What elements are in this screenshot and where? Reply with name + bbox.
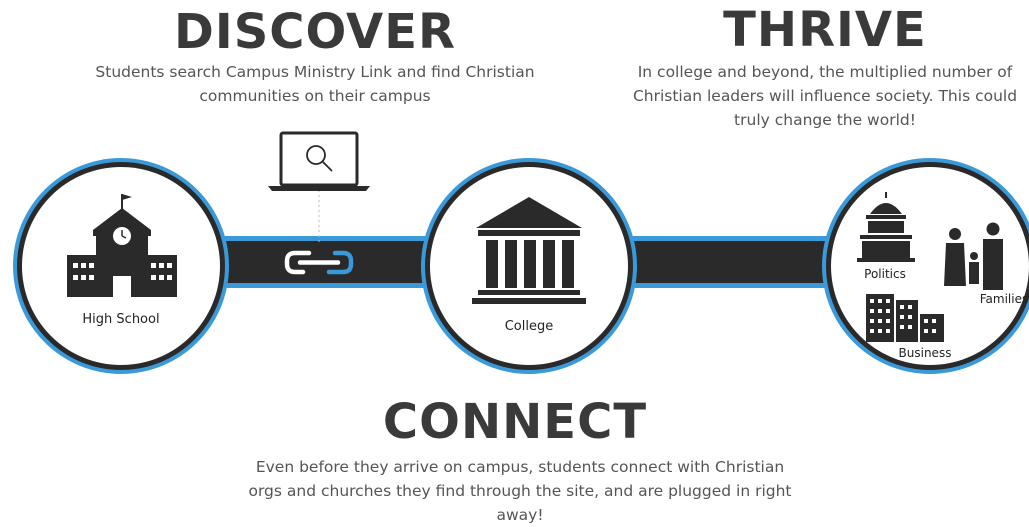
laptop-search-icon [268,131,370,191]
thrive-heading: THRIVE [723,2,927,58]
high-school-label: High School [82,312,159,327]
high-school-node: High School [13,158,229,374]
school-building-icon [67,194,177,297]
thrive-node: Politics Families [822,158,1029,374]
discover-description: Students search Campus Ministry Link and… [95,63,535,105]
connect-heading: CONNECT [382,394,648,450]
capitol-dome-icon [857,192,915,262]
college-node: College [421,158,637,374]
link-icon [284,250,354,275]
college-columns-icon [472,197,586,304]
business-label: Business [899,346,952,360]
college-label: College [505,319,554,334]
connect-description: Even before they arrive on campus, stude… [248,458,792,524]
office-buildings-icon [866,294,944,342]
families-label: Families [980,292,1028,306]
politics-label: Politics [864,267,906,281]
discover-heading: DISCOVER [174,4,456,60]
family-icon [944,222,1003,290]
thrive-description: In college and beyond, the multiplied nu… [632,63,1018,129]
